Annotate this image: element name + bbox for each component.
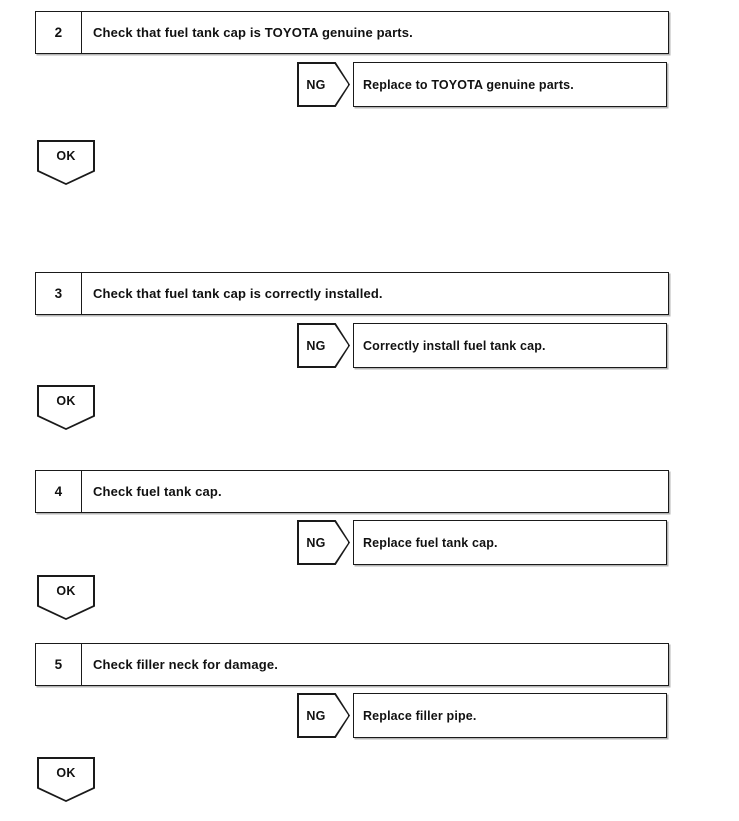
ok-marker-icon: OK bbox=[37, 757, 95, 802]
step-row: 4 Check fuel tank cap. bbox=[35, 470, 669, 513]
step-row: 3 Check that fuel tank cap is correctly i… bbox=[35, 272, 669, 315]
step-box: 4 Check fuel tank cap. bbox=[35, 470, 669, 513]
ng-action-box: Replace filler pipe. bbox=[353, 693, 667, 738]
ng-label: NG bbox=[306, 708, 326, 723]
ng-action-box: Replace to TOYOTA genuine parts. bbox=[353, 62, 667, 107]
ng-action-box: Replace fuel tank cap. bbox=[353, 520, 667, 565]
ng-arrow-icon: NG bbox=[297, 520, 350, 565]
ng-arrow-icon: NG bbox=[297, 323, 350, 368]
ok-label: OK bbox=[56, 584, 76, 598]
step-check-text: Check that fuel tank cap is TOYOTA genui… bbox=[93, 25, 413, 40]
step-number: 5 bbox=[36, 644, 82, 685]
ng-arrow-icon: NG bbox=[297, 693, 350, 738]
step-box: 3 Check that fuel tank cap is correctly i… bbox=[35, 272, 669, 315]
ng-label: NG bbox=[306, 338, 326, 353]
step-check-text: Check filler neck for damage. bbox=[93, 657, 278, 672]
ok-marker-icon: OK bbox=[37, 140, 95, 185]
step-number: 3 bbox=[36, 273, 82, 314]
ok-marker-icon: OK bbox=[37, 575, 95, 620]
ng-label: NG bbox=[306, 77, 326, 92]
ng-label: NG bbox=[306, 535, 326, 550]
step-box: 2 Check that fuel tank cap is TOYOTA genu… bbox=[35, 11, 669, 54]
ok-label: OK bbox=[56, 766, 76, 780]
ok-label: OK bbox=[56, 394, 76, 408]
ng-arrow-icon: NG bbox=[297, 62, 350, 107]
step-row: 2 Check that fuel tank cap is TOYOTA genu… bbox=[35, 11, 669, 54]
ng-action-box: Correctly install fuel tank cap. bbox=[353, 323, 667, 368]
step-row: 5 Check filler neck for damage. bbox=[35, 643, 669, 686]
step-check-text: Check fuel tank cap. bbox=[93, 484, 222, 499]
step-box: 5 Check filler neck for damage. bbox=[35, 643, 669, 686]
ok-label: OK bbox=[56, 149, 76, 163]
step-number: 4 bbox=[36, 471, 82, 512]
step-number: 2 bbox=[36, 12, 82, 53]
step-check-text: Check that fuel tank cap is correctly in… bbox=[93, 286, 383, 301]
ok-marker-icon: OK bbox=[37, 385, 95, 430]
